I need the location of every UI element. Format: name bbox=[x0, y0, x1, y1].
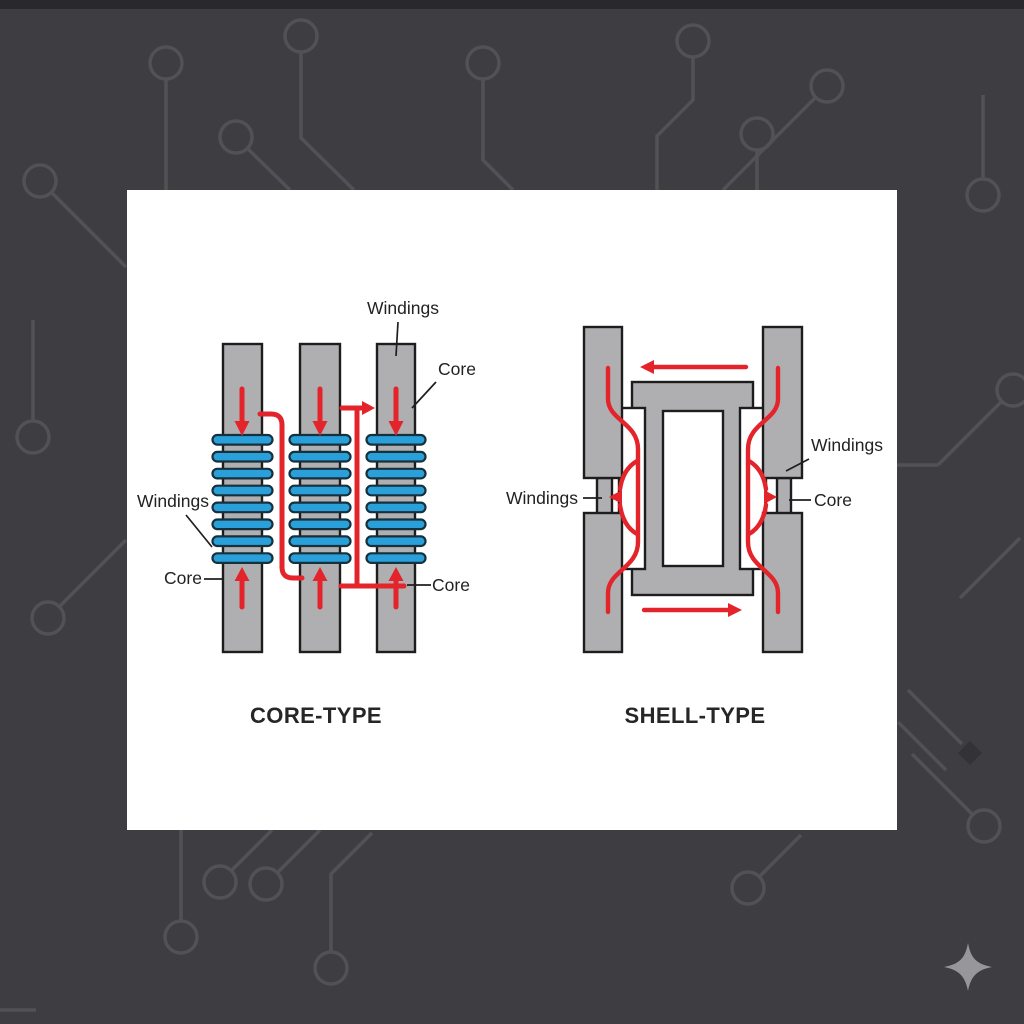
limb-flux-arrowheads bbox=[234, 421, 404, 581]
dark-diamond-accent bbox=[958, 741, 982, 765]
core-type-core-top-label: Core bbox=[438, 359, 476, 379]
shell-type-core-right-label: Core bbox=[814, 490, 852, 510]
core-type-windings-top-label: Windings bbox=[367, 298, 439, 318]
core-type-core-bottom-left-label: Core bbox=[164, 568, 202, 588]
shell-right-winding-top bbox=[761, 325, 804, 480]
shell-flux-paths bbox=[605, 364, 781, 615]
shell-flux-loop-left bbox=[605, 365, 641, 615]
shell-type-diagram bbox=[582, 325, 804, 654]
shell-right-neck bbox=[775, 476, 793, 516]
winding-coil-middle bbox=[288, 433, 352, 564]
shell-type-windings-left-label: Windings bbox=[506, 488, 578, 508]
label-pointer-lines bbox=[185, 321, 811, 586]
shell-right-winding-bottom bbox=[761, 511, 804, 654]
circuit-traces bbox=[0, 18, 1024, 1012]
core-type-windings-left-label: Windings bbox=[137, 491, 209, 511]
core-type-title: CORE-TYPE bbox=[250, 703, 382, 728]
shell-core bbox=[582, 325, 804, 654]
limb-flux-arrows bbox=[239, 386, 399, 610]
shell-left-winding-top bbox=[582, 325, 624, 480]
top-dark-strip bbox=[0, 0, 1024, 9]
shell-left-winding-bottom bbox=[582, 511, 624, 654]
shell-center-window bbox=[661, 409, 725, 568]
shell-left-neck bbox=[595, 476, 614, 516]
core-type-core-bottom-right-label: Core bbox=[432, 575, 470, 595]
shell-type-title: SHELL-TYPE bbox=[624, 703, 766, 728]
winding-coil-left bbox=[211, 433, 274, 564]
flux-arrowhead-right bbox=[362, 401, 375, 415]
sparkle-icon bbox=[944, 943, 992, 991]
shell-flux-arrowheads bbox=[609, 360, 777, 617]
flux-connector-left bbox=[257, 411, 305, 581]
shell-type-windings-right-label: Windings bbox=[811, 435, 883, 455]
shell-flux-loop-right bbox=[745, 365, 781, 615]
core-type-diagram bbox=[211, 342, 427, 654]
